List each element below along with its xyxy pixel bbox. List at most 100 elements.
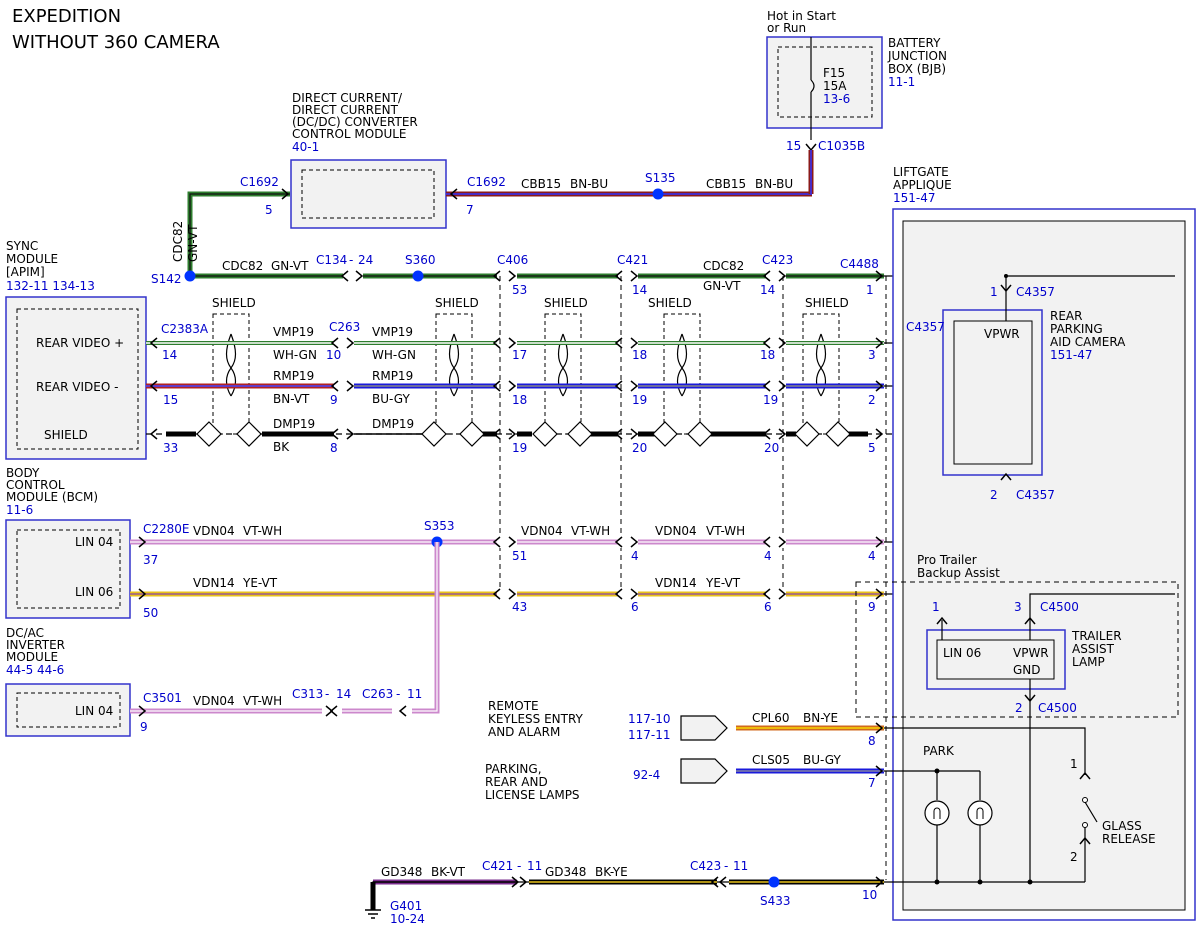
body-control-module: BODY CONTROL MODULE (BCM) 11-6 LIN 04 LI… bbox=[5, 466, 131, 619]
title-line-2: WITHOUT 360 CAMERA bbox=[12, 32, 220, 53]
trailer-assist-lamp: TRAILER ASSIST LAMP LIN 06 VPWR GND 1 3 … bbox=[926, 593, 1175, 882]
connector-c263-b-dash: - bbox=[396, 687, 400, 701]
lamps-connector-icon bbox=[680, 758, 728, 784]
rke-connector-icon bbox=[680, 715, 728, 741]
c423-pin-14: 14 bbox=[760, 283, 775, 297]
wire-dmp19: 33 DMP19 BK 8 DMP19 19 20 20 5 5 bbox=[146, 417, 954, 455]
shields: SHIELD SHIELD SHIELD SHIELD SHIELD bbox=[212, 296, 849, 435]
title-line-1: EXPEDITION bbox=[12, 6, 121, 27]
connector-c421-ground-dash: - bbox=[517, 859, 521, 873]
wire-vdn04-color: VT-WH bbox=[243, 524, 282, 538]
c406-pin-19: 19 bbox=[512, 441, 527, 455]
dcdc-converter-module: DIRECT CURRENT/ DIRECT CURRENT (DC/DC) C… bbox=[290, 91, 447, 229]
bcm-label-2: CONTROL bbox=[6, 478, 65, 492]
wire-cdc82-vertical-color: GN-VT bbox=[186, 224, 200, 262]
c4500-pin-2: 2 bbox=[1015, 701, 1023, 715]
wire-rmp19-color-2: BU-GY bbox=[372, 392, 410, 406]
splice-s142 bbox=[184, 270, 196, 282]
rke-label-1: REMOTE bbox=[488, 699, 539, 713]
dcdc-ref: 40-1 bbox=[292, 140, 319, 154]
lamps-ref: 92-4 bbox=[633, 768, 660, 782]
wire-vmp19-color: WH-GN bbox=[273, 348, 317, 362]
connector-c423: C423 bbox=[762, 253, 793, 267]
wire-vdn04-color-3: VT-WH bbox=[706, 524, 745, 538]
dcdc-pin-5: 5 bbox=[265, 203, 273, 217]
bcm-pin-lin04: LIN 04 bbox=[75, 535, 113, 549]
switch-icon bbox=[1084, 801, 1098, 823]
connector-c2383a: C2383A bbox=[161, 322, 209, 336]
sync-pin-rear-video-minus: REAR VIDEO - bbox=[36, 380, 118, 394]
wire-vdn04-inverter: C3501 9 VDN04 VT-WH C313 - 14 C263 - 11 bbox=[130, 542, 440, 734]
dcdc-label-2: DIRECT CURRENT bbox=[292, 103, 399, 117]
connector-c4488: C4488 bbox=[840, 257, 879, 271]
sync-pin-15: 15 bbox=[163, 393, 178, 407]
wire-cls05-color: BU-GY bbox=[803, 753, 841, 767]
bcm-label-3: MODULE (BCM) bbox=[6, 490, 98, 504]
shield-3: SHIELD bbox=[544, 296, 588, 435]
bjb-inner-box bbox=[777, 46, 873, 118]
wire-gd348-name: GD348 bbox=[381, 865, 422, 879]
pro-trailer-region: Pro Trailer Backup Assist bbox=[855, 553, 1179, 718]
shield-label-5: SHIELD bbox=[805, 296, 849, 310]
liftgate-ref: 151-47 bbox=[893, 191, 936, 205]
splice-s433-label: S433 bbox=[760, 894, 791, 908]
wire-cls05-name: CLS05 bbox=[752, 753, 790, 767]
wire-rmp19: 15 RMP19 BN-VT 9 RMP19 BU-GY 18 19 19 2 … bbox=[146, 369, 954, 407]
sync-pin-rear-video-plus: REAR VIDEO + bbox=[36, 336, 124, 350]
wire-cdc82-dcdc: C1692 5 CDC82 GN-VT bbox=[171, 175, 290, 276]
c406-pin-18: 18 bbox=[512, 393, 527, 407]
ground-icon bbox=[365, 909, 381, 919]
wire-dmp19-color: BK bbox=[273, 440, 290, 454]
splice-s433 bbox=[768, 876, 780, 888]
shield-label-4: SHIELD bbox=[648, 296, 692, 310]
c263-pin-10: 10 bbox=[326, 348, 341, 362]
sync-module: SYNC MODULE [APIM] 132-11 134-13 REAR VI… bbox=[5, 239, 147, 460]
camera-label-3: AID CAMERA bbox=[1050, 335, 1126, 349]
ground-circuit: GD348 BK-VT C421 - 11 GD348 BK-YE C423 -… bbox=[365, 859, 1085, 926]
inverter-refs: 44-5 44-6 bbox=[6, 663, 64, 677]
glass-label-2: RELEASE bbox=[1102, 832, 1156, 846]
connector-c4500-bottom: C4500 bbox=[1038, 701, 1077, 715]
splice-s142-label: S142 bbox=[151, 272, 182, 286]
glass-switch-pin-1: 1 bbox=[1070, 757, 1078, 771]
glass-switch-pin-2: 2 bbox=[1070, 850, 1078, 864]
rke-label-2: KEYLESS ENTRY bbox=[488, 712, 584, 726]
wire-rmp19-name-2: RMP19 bbox=[372, 369, 413, 383]
liftgate-label-1: LIFTGATE bbox=[893, 165, 949, 179]
parking-lamps: PARKING, REAR AND LICENSE LAMPS 92-4 CLS… bbox=[485, 753, 884, 802]
camera-pin-vpwr: VPWR bbox=[984, 327, 1020, 341]
shield-label-2: SHIELD bbox=[435, 296, 479, 310]
sync-label-1: SYNC bbox=[6, 239, 38, 253]
wire-vdn04-name-3: VDN04 bbox=[655, 524, 697, 538]
wire-cdc82-main: S142 CDC82 GN-VT C134 - 24 S360 C406 53 … bbox=[151, 253, 1175, 297]
c4488-pin-3: 3 bbox=[868, 348, 876, 362]
trailer-label-2: ASSIST bbox=[1072, 642, 1115, 656]
sync-label-2: MODULE bbox=[6, 252, 58, 266]
battery-junction-box: Hot in Start or Run F15 15A 13-6 BATTERY… bbox=[766, 9, 947, 153]
connector-c423-ground-pin: 11 bbox=[733, 859, 748, 873]
connector-c4357-left: C4357 bbox=[906, 320, 945, 334]
c4488-pin-5: 5 bbox=[868, 441, 876, 455]
bjb-label-1: BATTERY bbox=[888, 36, 941, 50]
splice-s360-label: S360 bbox=[405, 253, 436, 267]
bcm-pin-37: 37 bbox=[143, 553, 158, 567]
inverter-pin-lin04: LIN 04 bbox=[75, 704, 113, 718]
c421-pin-4: 4 bbox=[631, 549, 639, 563]
bulb-icon bbox=[924, 800, 950, 826]
inverter-label-3: MODULE bbox=[6, 650, 58, 664]
connector-c1692-left: C1692 bbox=[240, 175, 279, 189]
shield-4: SHIELD bbox=[648, 296, 701, 435]
wire-cbb15-name-2: CBB15 bbox=[706, 177, 746, 191]
c406-pin-53: 53 bbox=[512, 283, 527, 297]
connector-c134-pin: 24 bbox=[358, 253, 373, 267]
wire-cdc82-name: CDC82 bbox=[222, 259, 263, 273]
wire-vdn04-color-2: VT-WH bbox=[571, 524, 610, 538]
wire-vdn14: 50 VDN14 YE-VT 43 VDN14 YE-VT 6 6 9 bbox=[130, 576, 943, 620]
park-lamps-circuit: PARK bbox=[884, 744, 1033, 885]
c4488-pin-2: 2 bbox=[868, 393, 876, 407]
wire-vdn14-color-2: YE-VT bbox=[705, 576, 741, 590]
bjb-label-2: JUNCTION bbox=[887, 49, 947, 63]
wire-vdn14-color: YE-VT bbox=[242, 576, 278, 590]
c421-pin-6: 6 bbox=[631, 600, 639, 614]
